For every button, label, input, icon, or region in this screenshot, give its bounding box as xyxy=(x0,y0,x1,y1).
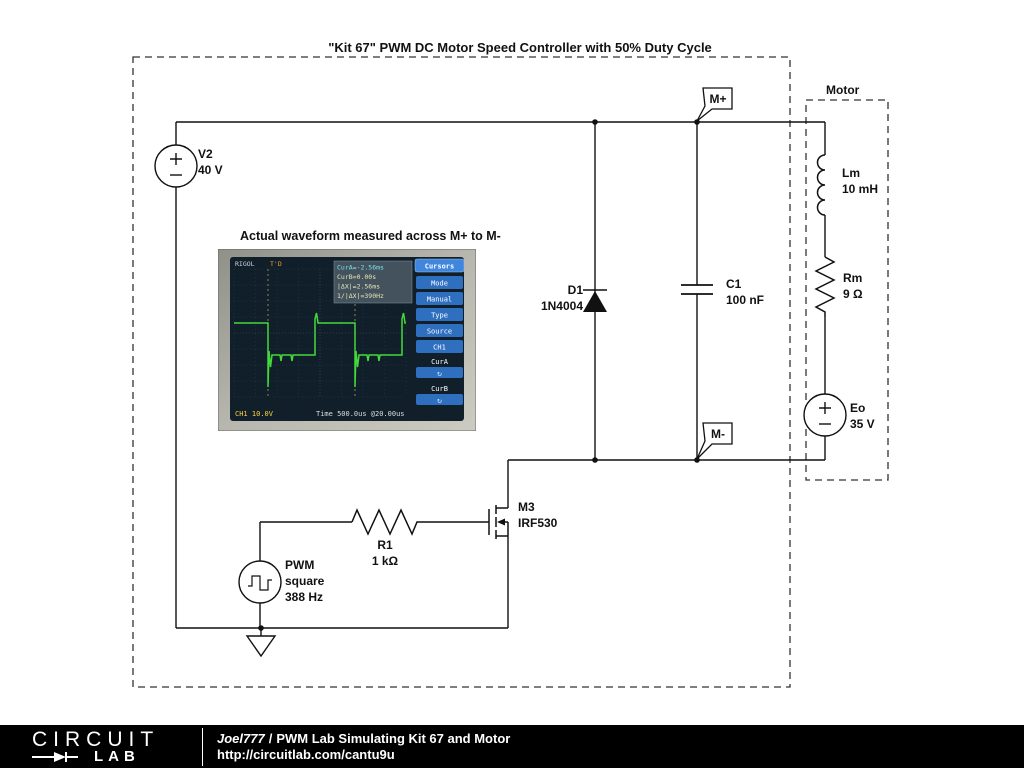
c1-label: C1 100 nF xyxy=(726,276,764,308)
c1-value: 100 nF xyxy=(726,293,765,307)
m3-value: IRF530 xyxy=(518,516,558,530)
menu-item-type: Type xyxy=(431,312,448,320)
square-wave-icon xyxy=(248,575,272,591)
scope-waveform xyxy=(234,312,406,388)
footer-divider-line xyxy=(202,727,203,766)
c1-capacitor[interactable] xyxy=(681,284,713,295)
readout-line-2: CurB=0.00s xyxy=(337,273,376,281)
d1-value: 1N4004 xyxy=(540,299,583,313)
plus-sign xyxy=(170,153,182,165)
menu-title-text: Cursors xyxy=(425,263,455,271)
m-minus-label: M- xyxy=(711,427,725,441)
c1-name: C1 xyxy=(726,277,742,291)
circuitlab-logo[interactable]: CIRCUIT LAB xyxy=(32,727,202,765)
m3-name: M3 xyxy=(518,500,535,514)
mosfet-body-arrow xyxy=(497,518,505,526)
d1-diode[interactable] xyxy=(583,289,607,312)
curb-knob-button xyxy=(416,394,463,405)
m-plus-tag[interactable]: M+ xyxy=(696,87,733,122)
eo-value: 35 V xyxy=(850,417,875,431)
rm-value: 9 Ω xyxy=(843,287,863,301)
logo-circuit-text: CIRCUIT xyxy=(32,727,160,751)
scope-trigger-text: T'D xyxy=(270,260,282,268)
lm-inductor[interactable] xyxy=(816,154,826,216)
cura-knob-button xyxy=(416,367,463,378)
readout-line-1: CurA=-2.56ms xyxy=(337,264,384,272)
menu-item-source: Source xyxy=(427,328,452,336)
m-minus-tag[interactable]: M- xyxy=(696,422,733,460)
waveform-caption: Actual waveform measured across M+ to M- xyxy=(240,229,501,243)
cursor-readout-box xyxy=(333,260,413,304)
scope-grid-center xyxy=(234,269,406,397)
v2-name: V2 xyxy=(198,147,213,161)
v2-value: 40 V xyxy=(198,163,223,177)
diode-logo-icon xyxy=(32,751,78,762)
m3-mosfet[interactable] xyxy=(488,505,509,539)
menu-item-cura: CurA xyxy=(431,358,449,366)
main-boundary-box xyxy=(132,56,791,688)
readout-line-3: |ΔX|=2.56ms xyxy=(337,283,380,291)
ground-symbol[interactable] xyxy=(245,628,277,658)
menu-item-manual: Manual xyxy=(427,296,452,304)
eo-name: Eo xyxy=(850,401,866,415)
menu-button-manual xyxy=(416,292,463,305)
r1-label: R1 1 kΩ xyxy=(353,537,417,569)
motor-box-label: Motor xyxy=(826,83,860,97)
menu-button-ch1 xyxy=(416,340,463,353)
scope-image: RIGOL T'D CurA=-2.56ms CurB=0.00s |ΔX|=2… xyxy=(217,248,477,432)
project-byline: Joel777/PWM Lab Simulating Kit 67 and Mo… xyxy=(217,731,510,747)
v2-source[interactable] xyxy=(154,144,198,188)
menu-item-mode: Mode xyxy=(431,280,448,288)
r1-value: 1 kΩ xyxy=(371,554,399,568)
pwm-freq: 388 Hz xyxy=(285,590,324,604)
motor-boundary-box xyxy=(805,99,889,481)
pwm-label: PWM square 388 Hz xyxy=(285,557,324,605)
scope-time-readout: Time 500.0us @20.00us xyxy=(316,410,405,418)
v2-label: V2 40 V xyxy=(198,146,223,178)
readout-line-4: 1/|ΔX|=390Hz xyxy=(337,292,384,300)
project-title: PWM Lab Simulating Kit 67 and Motor xyxy=(276,730,511,746)
rm-resistor[interactable] xyxy=(814,256,836,317)
scope-brand-text: RIGOL xyxy=(235,260,255,268)
plus-sign xyxy=(819,402,831,414)
lm-value: 10 mH xyxy=(842,182,879,196)
eo-source[interactable] xyxy=(803,393,847,437)
pwm-wave: square xyxy=(285,574,325,588)
schematic-title: "Kit 67" PWM DC Motor Speed Controller w… xyxy=(328,40,712,55)
junction-dots xyxy=(258,119,700,631)
rm-label: Rm 9 Ω xyxy=(843,270,863,302)
lm-name: Lm xyxy=(842,166,860,180)
menu-button-mode xyxy=(416,276,463,289)
author-name: Joel777 xyxy=(217,730,265,746)
oscilloscope-photo[interactable]: RIGOL T'D CurA=-2.56ms CurB=0.00s |ΔX|=2… xyxy=(217,248,477,432)
menu-item-ch1: CH1 xyxy=(433,344,446,352)
r1-name: R1 xyxy=(377,538,393,552)
project-url[interactable]: http://circuitlab.com/cantu9u xyxy=(217,746,395,762)
lm-label: Lm 10 mH xyxy=(842,165,878,197)
rm-name: Rm xyxy=(843,271,863,285)
scope-channel-readout: CH1 10.0V xyxy=(235,410,274,418)
byline-divider: / xyxy=(268,730,273,746)
menu-header xyxy=(414,258,465,273)
pwm-name: PWM xyxy=(285,558,315,572)
menu-item-curb: CurB xyxy=(431,385,448,393)
m-plus-label: M+ xyxy=(709,92,726,106)
menu-button-source xyxy=(416,324,463,337)
d1-label: D1 1N4004 xyxy=(480,282,583,314)
logo-lab-text: LAB xyxy=(94,747,140,765)
knob-icon: ↻ xyxy=(437,396,442,405)
footer-bar: CIRCUIT LAB Joel777/PWM Lab Simulating K… xyxy=(0,725,1024,768)
pwm-source[interactable] xyxy=(238,560,282,604)
m3-label: M3 IRF530 xyxy=(518,499,557,531)
menu-button-type xyxy=(416,308,463,321)
knob-icon: ↻ xyxy=(437,369,442,378)
eo-label: Eo 35 V xyxy=(850,400,875,432)
r1-resistor[interactable] xyxy=(351,508,420,536)
d1-name: D1 xyxy=(567,283,583,297)
